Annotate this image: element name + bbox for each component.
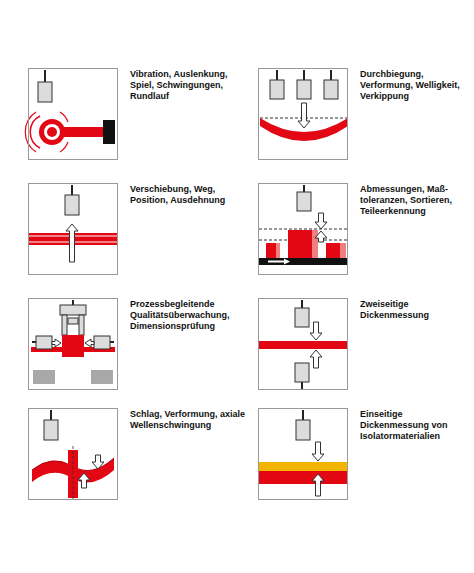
application-label: Einseitige Dickenmessung von Isolatormat…	[360, 409, 466, 442]
application-label: Zweiseitige Dickenmessung	[360, 299, 466, 321]
measurement-panel: Vibration, Auslenkung, Spiel, Schwingung…	[28, 68, 118, 160]
sensor-illustrations	[25, 70, 348, 500]
measurement-panel: Prozessbegleitende Qualitätsüberwachung,…	[28, 298, 118, 390]
measurement-panel: Abmessungen, Maß-toleranzen, Sortieren, …	[258, 183, 348, 275]
application-label: Verschiebung, Weg, Position, Ausdehnung	[130, 184, 248, 206]
application-label: Vibration, Auslenkung, Spiel, Schwingung…	[130, 69, 248, 102]
application-label: Schlag, Verformung, axiale Wellenschwing…	[130, 409, 248, 431]
application-label: Durchbiegung, Verformung, Welligkeit, Ve…	[360, 69, 466, 102]
measurement-panel: Schlag, Verformung, axiale Wellenschwing…	[28, 408, 118, 500]
measurement-panel: Zweiseitige Dickenmessung	[258, 298, 348, 390]
application-label: Abmessungen, Maß-toleranzen, Sortieren, …	[360, 184, 466, 217]
application-label: Prozessbegleitende Qualitätsüberwachung,…	[130, 299, 248, 332]
measurement-panel: Durchbiegung, Verformung, Welligkeit, Ve…	[258, 68, 348, 160]
measurement-panel: Verschiebung, Weg, Position, Ausdehnung	[28, 183, 118, 275]
measurement-panel: Einseitige Dickenmessung von Isolatormat…	[258, 408, 348, 500]
